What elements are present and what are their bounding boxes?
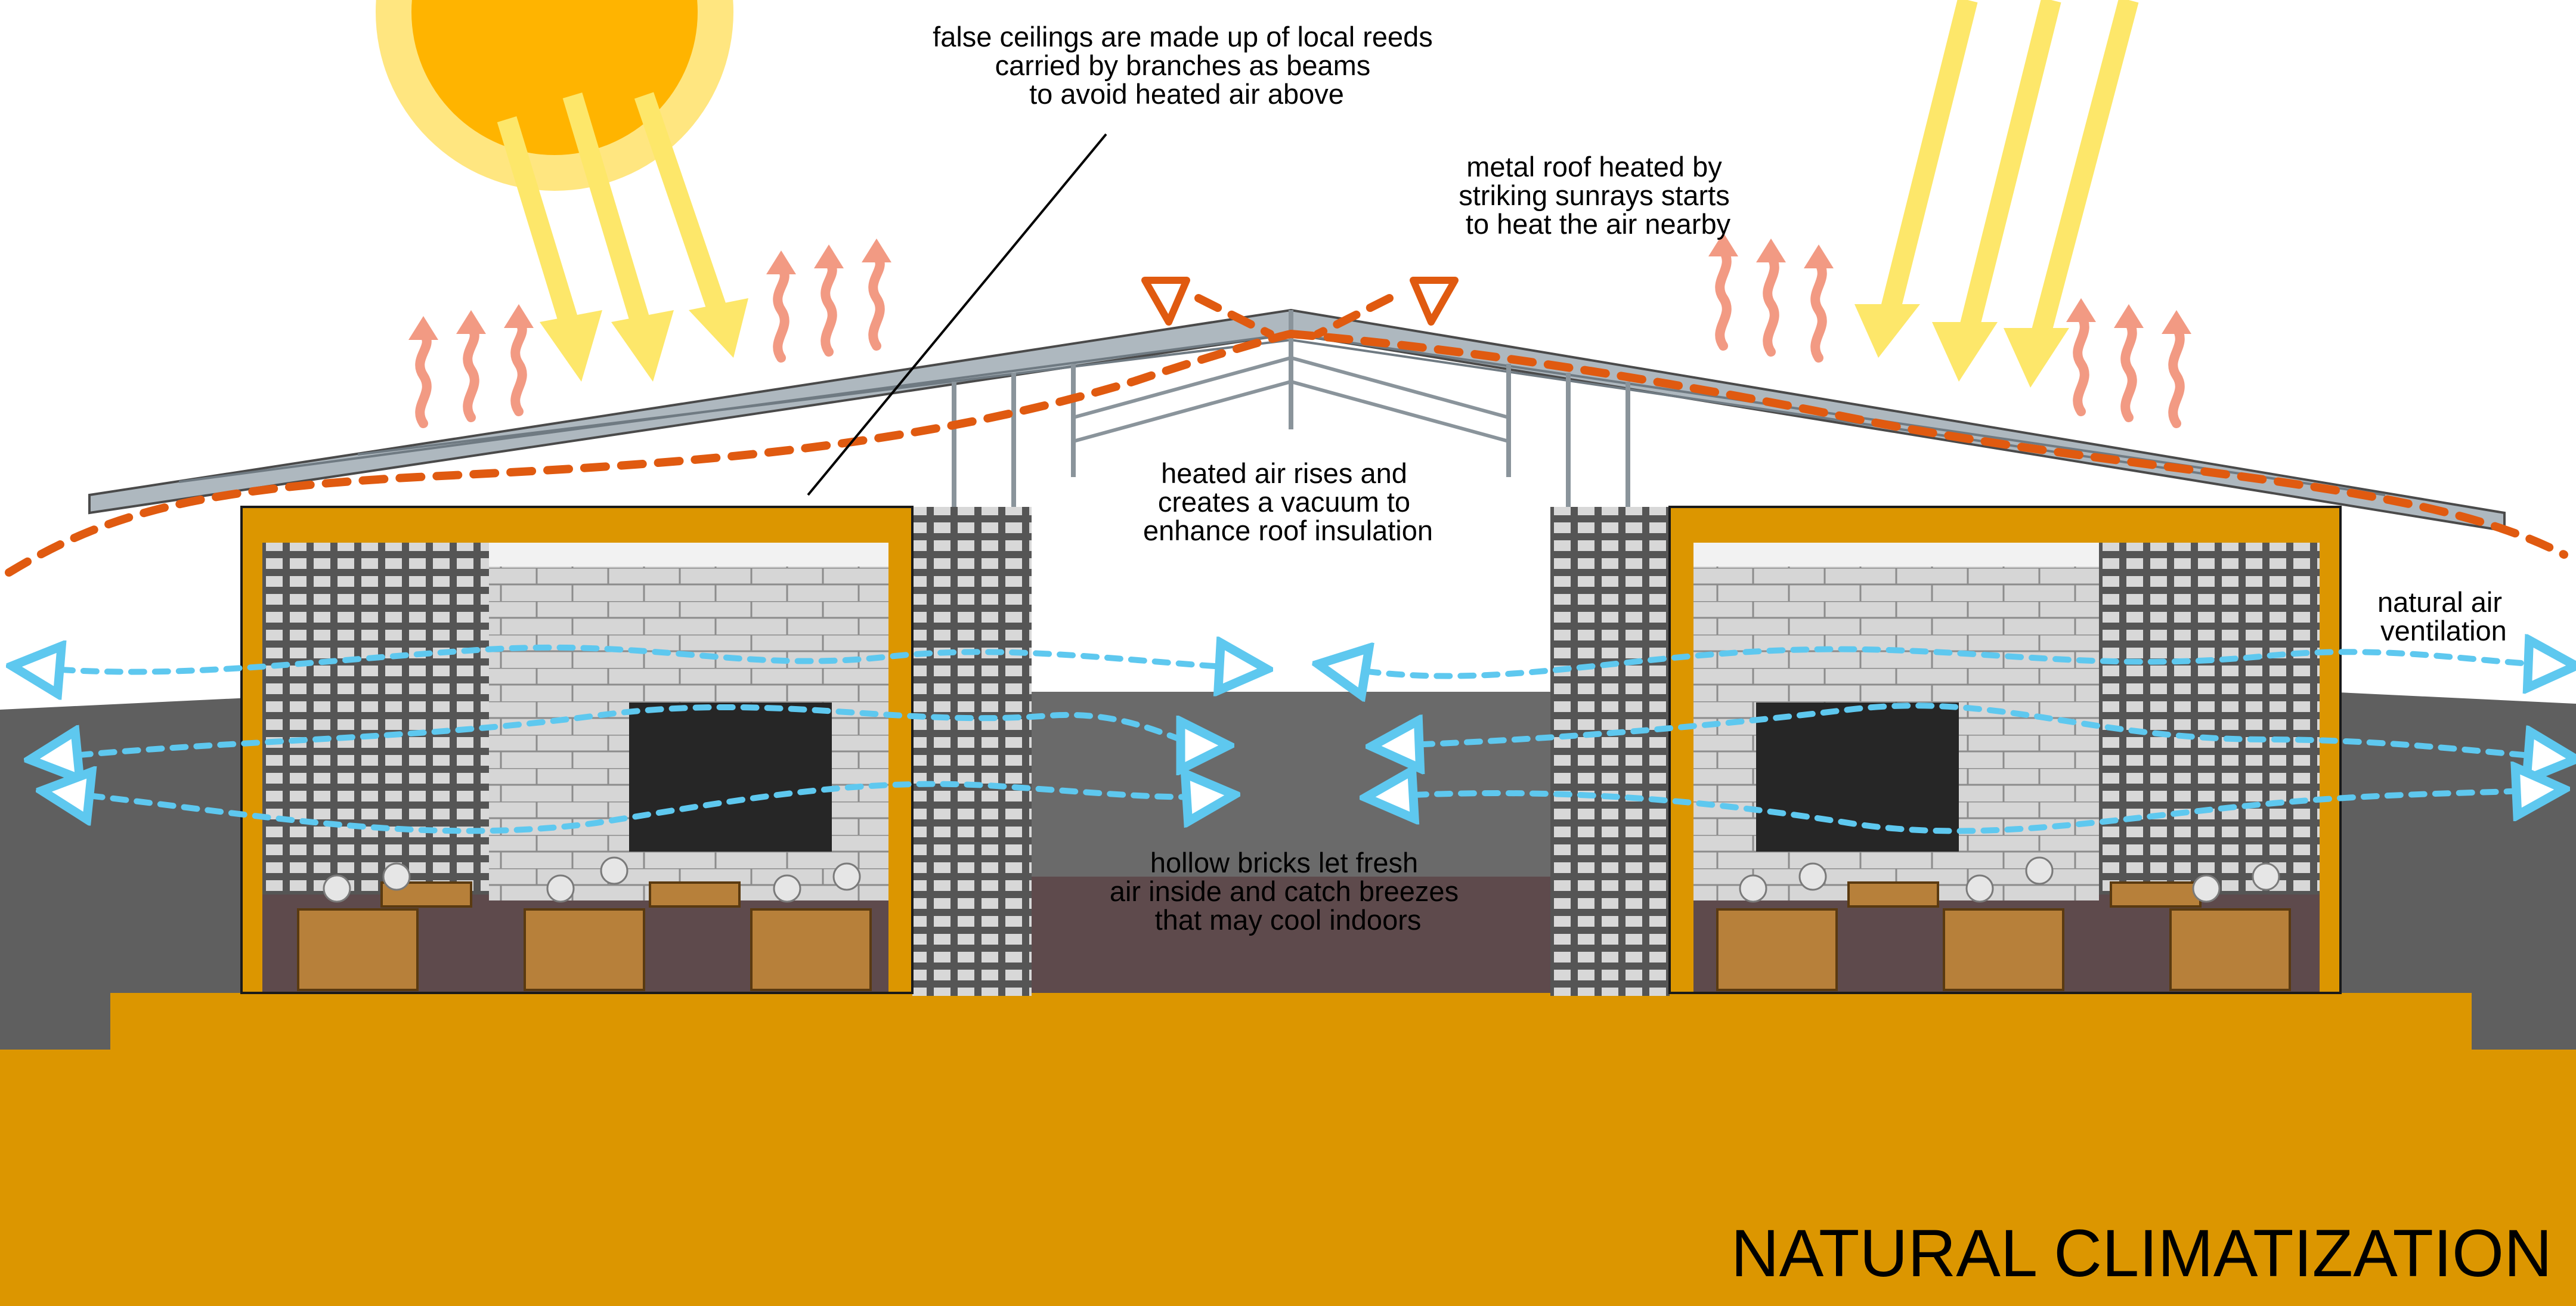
- sun-ray-heads-right: [1854, 304, 2069, 388]
- false-ceilings-annotation: false ceilings are made up of local reed…: [933, 21, 1441, 110]
- ochre-base: [0, 993, 2576, 1306]
- right-side-hollow-wall: [1550, 507, 1670, 996]
- hollow-bricks-annotation: hollow bricks let fresh air inside and c…: [1110, 847, 1466, 936]
- metal-roof-annotation: metal roof heated by striking sunrays st…: [1459, 151, 1738, 240]
- left-side-hollow-wall: [912, 507, 1032, 996]
- right-classroom: [1550, 506, 2342, 996]
- left-classroom: [240, 506, 1032, 996]
- sun: [376, 0, 733, 191]
- right-chalkboard: [1756, 702, 1959, 852]
- breeze-flow: [36, 648, 2552, 834]
- heated-air-arrowheads: [1141, 277, 1459, 326]
- sun-ray-heads-left: [540, 298, 748, 382]
- heat-waves: [415, 246, 2185, 428]
- diagram-title: NATURAL CLIMATIZATION: [1731, 1216, 2552, 1290]
- left-students: [323, 856, 861, 903]
- sun-rays-left: [497, 92, 732, 337]
- false-ceiling-leader-line: [807, 133, 1107, 496]
- left-desks: [297, 881, 872, 991]
- heated-air-flow: [5, 294, 2568, 577]
- heat-wave-heads: [408, 233, 2191, 340]
- sun-rays-right: [1880, 0, 2139, 343]
- heated-air-annotation: heated air rises and creates a vacuum to…: [1143, 457, 1433, 546]
- right-students: [1739, 856, 2280, 903]
- natural-air-annotation: natural air ventilation: [2377, 586, 2510, 646]
- left-chalkboard: [629, 702, 832, 852]
- right-hollow-brick-wall: [2099, 543, 2320, 895]
- right-desks: [1716, 881, 2291, 991]
- left-hollow-brick-wall: [262, 543, 489, 895]
